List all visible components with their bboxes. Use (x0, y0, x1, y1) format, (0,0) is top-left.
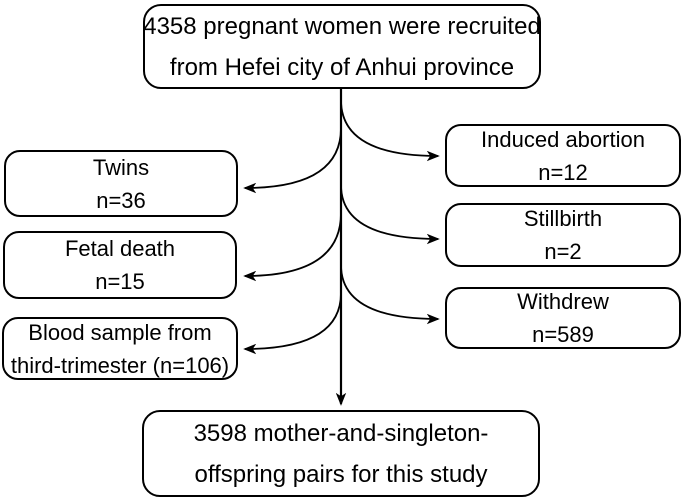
node-induced-abortion-label: Induced abortion (481, 126, 645, 152)
node-induced-abortion-count: n=12 (538, 159, 588, 185)
node-twins-count: n=36 (96, 187, 146, 213)
arrow-to-stillbirth (340, 184, 440, 245)
node-stillbirth: Stillbirth n=2 (445, 203, 681, 267)
arrow-to-blood-sample (243, 292, 342, 355)
node-recruited: 4358 pregnant women were recruited from … (143, 4, 541, 89)
node-twins: Twins n=36 (4, 150, 238, 217)
node-fetal-death-count: n=15 (95, 269, 145, 294)
node-withdrew-count: n=589 (532, 322, 594, 347)
arrow-to-fetal-death (243, 212, 342, 282)
node-blood-sample: Blood sample from third-trimester (n=106… (2, 317, 238, 380)
node-final-line1: 3598 mother-and-singleton- (193, 419, 489, 447)
node-fetal-death: Fetal death n=15 (3, 231, 237, 299)
arrow-to-induced-abortion (340, 99, 440, 162)
arrow-to-twins (243, 127, 342, 194)
node-recruited-line2: from Hefei city of Anhui province (169, 53, 515, 81)
node-final-line2: offspring pairs for this study (194, 460, 488, 488)
node-stillbirth-label: Stillbirth (523, 206, 603, 231)
node-withdrew: Withdrew n=589 (445, 287, 681, 349)
node-blood-sample-line1: Blood sample from (28, 319, 212, 345)
node-stillbirth-count: n=2 (544, 239, 582, 264)
node-final: 3598 mother-and-singleton- offspring pai… (142, 410, 540, 497)
node-recruited-line1: 4358 pregnant women were recruited (143, 12, 541, 40)
node-fetal-death-label: Fetal death (64, 236, 176, 261)
node-blood-sample-line2: third-trimester (n=106) (10, 352, 230, 378)
arrow-to-withdrew (340, 264, 440, 325)
node-withdrew-label: Withdrew (517, 289, 609, 314)
node-twins-label: Twins (92, 154, 150, 180)
node-induced-abortion: Induced abortion n=12 (445, 124, 681, 187)
